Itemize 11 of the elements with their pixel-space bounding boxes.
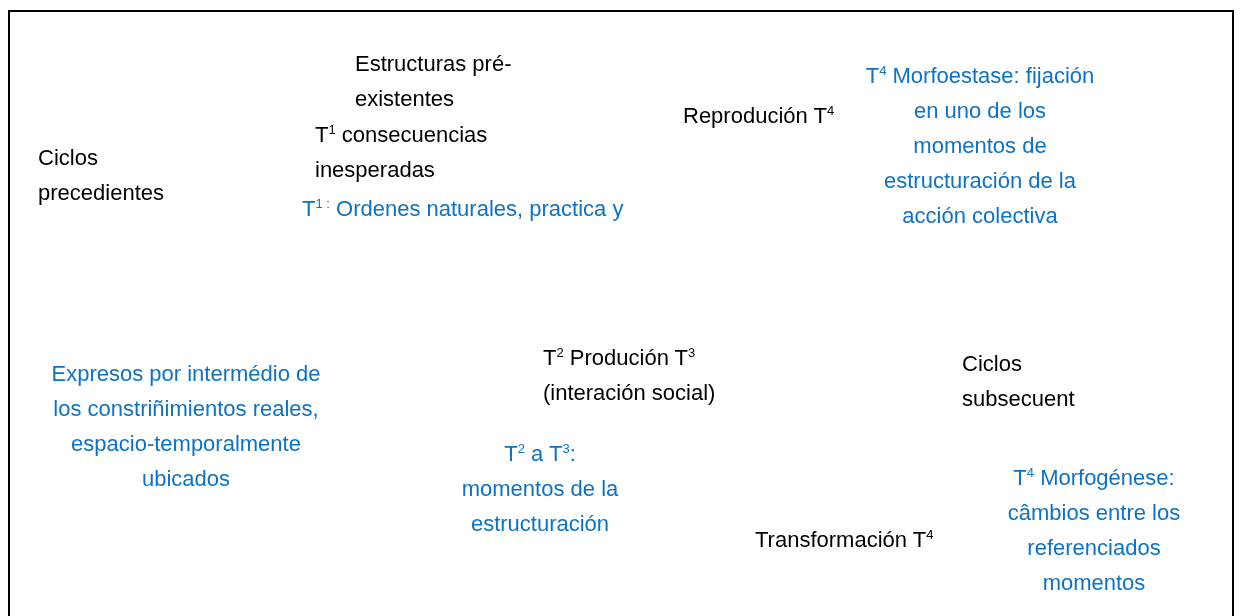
heading-text: Ciclos subsecuent <box>962 350 1076 413</box>
heading-text: T$^{1}$ consecuencias inesperadas <box>315 120 489 184</box>
note-text: T$^{4}$ Morfoestase: fijación en uno de los momentos de estructuración de la acción colectiva <box>864 61 1096 230</box>
note-text: T$^{1 :}$ Ordenes naturales, practica y <box>302 194 625 223</box>
note-text: T$^{2}$ a T$^{3}$: momentos de la estructuración <box>460 439 620 538</box>
heading-text: Reprodución T$^{4}$ <box>683 101 836 130</box>
heading-text: T$^{2}$ Produción T$^{3}$ (interación social) <box>543 343 717 407</box>
note-text: Expresos por intermédio de los constriñimientos reales, espacio-temporalmente ubicados <box>50 360 322 493</box>
heading-text: Ciclos precedientes <box>38 144 165 207</box>
heading-text: Transformación T$^{4}$ <box>755 525 935 554</box>
note-text: T$^{4}$ Morfogénese: câmbios entre los referenciados momentos <box>1006 463 1182 597</box>
